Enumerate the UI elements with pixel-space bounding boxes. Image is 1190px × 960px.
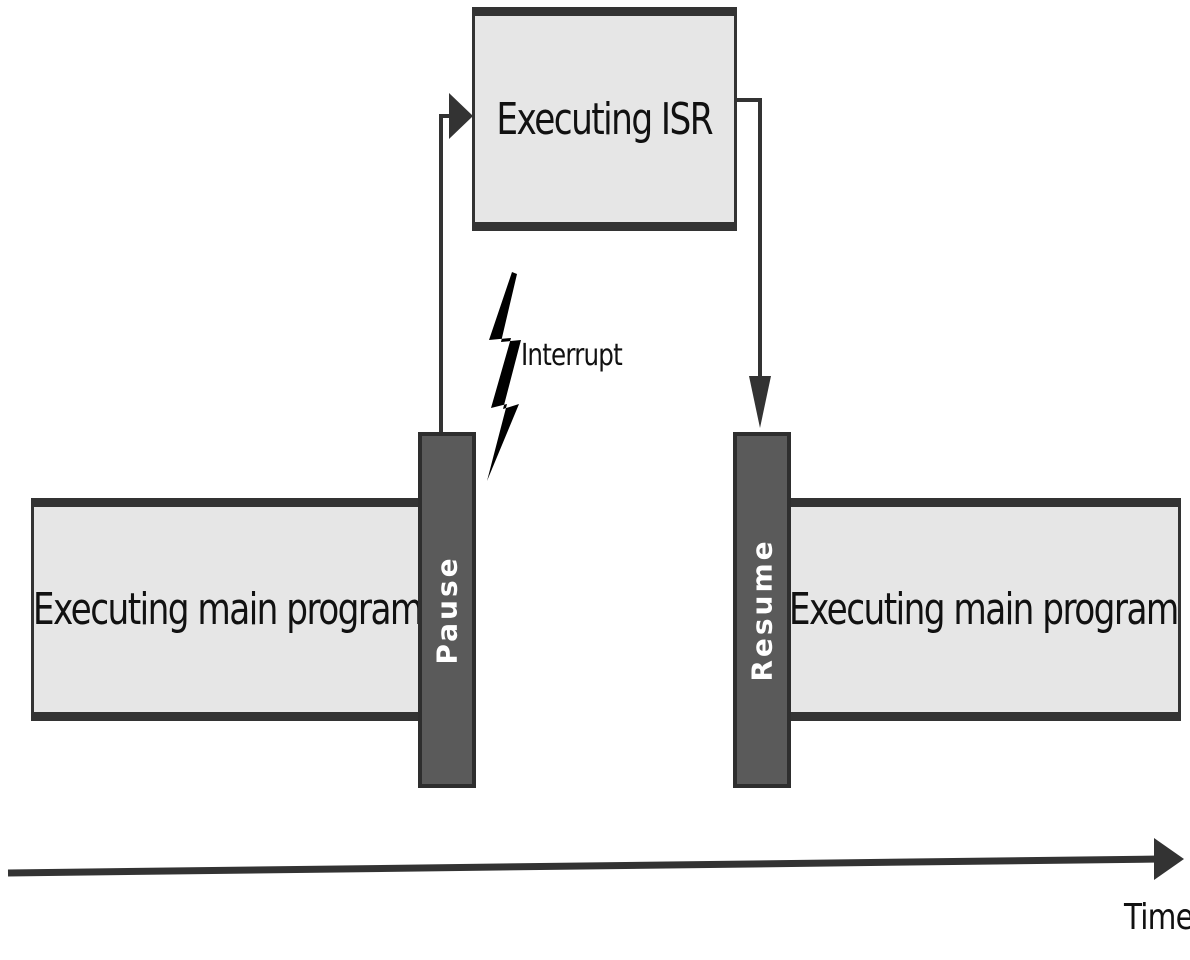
pause-to-isr-connector (439, 114, 455, 434)
main-program-before-label: Executing main program (32, 584, 424, 635)
lightning-bolt-icon (487, 272, 521, 481)
resume-bar: Resume (733, 432, 791, 788)
time-axis-label: Time (1124, 897, 1190, 938)
time-axis-arrowhead-icon (1154, 838, 1184, 880)
interrupt-label: Interrupt (521, 338, 623, 373)
isr-to-resume-connector (737, 98, 762, 380)
resume-arrowhead-icon (749, 376, 771, 428)
main-program-after-label: Executing main program (788, 584, 1180, 635)
pause-label: Pause (430, 555, 464, 665)
main-program-box-before: Executing main program (31, 498, 423, 721)
main-program-box-after: Executing main program (785, 498, 1181, 721)
time-axis-line (7, 855, 1161, 877)
isr-label: Executing ISR (496, 93, 714, 145)
pause-bar: Pause (418, 432, 476, 788)
isr-entry-arrowhead-icon (449, 93, 473, 139)
resume-label: Resume (745, 538, 779, 682)
isr-box: Executing ISR (472, 7, 737, 231)
